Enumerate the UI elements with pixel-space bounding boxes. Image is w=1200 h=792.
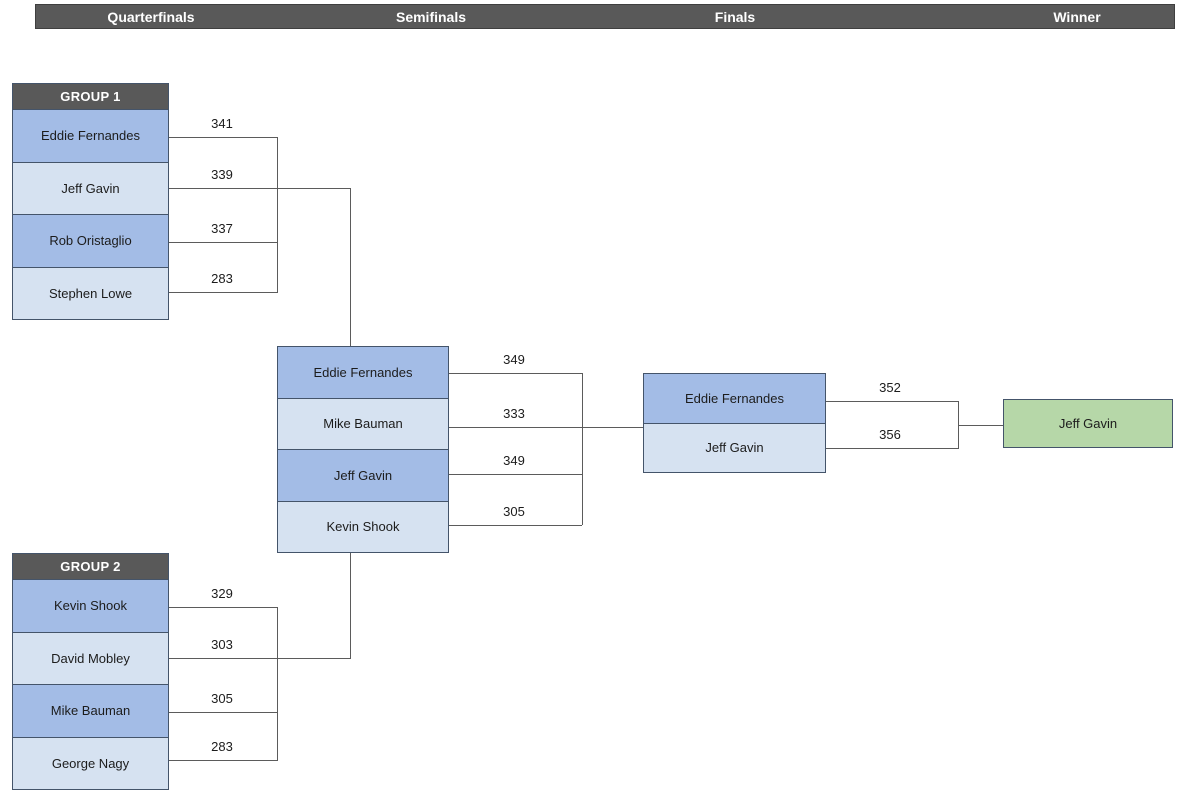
connector-line — [449, 474, 582, 475]
semifinals-box: Eddie Fernandes Mike Bauman Jeff Gavin K… — [277, 346, 449, 553]
connector-line — [449, 373, 582, 374]
player-cell-david-mobley-g2: David Mobley — [13, 631, 168, 684]
player-cell-jeff-gavin-g1: Jeff Gavin — [13, 161, 168, 214]
player-cell-mike-bauman-sf: Mike Bauman — [278, 397, 448, 449]
player-cell-eddie-fernandes-sf: Eddie Fernandes — [278, 347, 448, 398]
connector-line — [169, 760, 277, 761]
connector-line — [350, 553, 351, 658]
column-header-semifinals: Semifinals — [395, 8, 467, 25]
score-label: 303 — [211, 637, 233, 652]
connector-line — [350, 188, 351, 346]
column-header-winner: Winner — [1053, 8, 1101, 25]
group1-header: GROUP 1 — [13, 84, 168, 109]
score-label: 349 — [503, 352, 525, 367]
score-label: 339 — [211, 167, 233, 182]
finals-box: Eddie Fernandes Jeff Gavin — [643, 373, 826, 473]
connector-line — [169, 188, 351, 189]
connector-line — [169, 292, 277, 293]
player-cell-george-nagy-g2: George Nagy — [13, 736, 168, 789]
connector-line — [826, 401, 958, 402]
column-header-finals: Finals — [714, 8, 756, 25]
player-cell-eddie-fernandes-final: Eddie Fernandes — [644, 374, 825, 423]
score-label: 337 — [211, 221, 233, 236]
score-label: 329 — [211, 586, 233, 601]
score-label: 283 — [211, 739, 233, 754]
group2-header: GROUP 2 — [13, 554, 168, 579]
score-label: 341 — [211, 116, 233, 131]
score-label: 305 — [211, 691, 233, 706]
score-label: 333 — [503, 406, 525, 421]
group1-box: GROUP 1 Eddie Fernandes Jeff Gavin Rob O… — [12, 83, 169, 320]
connector-line — [449, 525, 582, 526]
player-cell-jeff-gavin-sf: Jeff Gavin — [278, 449, 448, 501]
connector-line — [582, 373, 583, 525]
connector-line — [169, 137, 277, 138]
player-cell-jeff-gavin-final: Jeff Gavin — [644, 422, 825, 472]
column-header-quarterfinals: Quarterfinals — [107, 8, 195, 25]
connector-line — [169, 607, 277, 608]
score-label: 305 — [503, 504, 525, 519]
score-label: 352 — [879, 380, 901, 395]
connector-line — [169, 658, 351, 659]
score-label: 283 — [211, 271, 233, 286]
connector-line — [277, 137, 278, 293]
group2-box: GROUP 2 Kevin Shook David Mobley Mike Ba… — [12, 553, 169, 790]
player-cell-kevin-shook-sf: Kevin Shook — [278, 500, 448, 552]
player-cell-mike-bauman-g2: Mike Bauman — [13, 684, 168, 737]
winner-cell: Jeff Gavin — [1004, 400, 1172, 447]
player-cell-kevin-shook-g2: Kevin Shook — [13, 579, 168, 632]
connector-line — [277, 607, 278, 761]
player-cell-stephen-lowe-g1: Stephen Lowe — [13, 266, 168, 319]
player-cell-rob-oristaglio-g1: Rob Oristaglio — [13, 214, 168, 267]
round-header-bar: Quarterfinals Semifinals Finals Winner — [35, 4, 1175, 29]
score-label: 356 — [879, 427, 901, 442]
connector-line — [826, 448, 958, 449]
connector-line — [449, 427, 643, 428]
connector-line — [169, 242, 277, 243]
connector-line — [958, 425, 1003, 426]
player-cell-eddie-fernandes-g1: Eddie Fernandes — [13, 109, 168, 162]
score-label: 349 — [503, 453, 525, 468]
connector-line — [169, 712, 277, 713]
winner-box: Jeff Gavin — [1003, 399, 1173, 448]
